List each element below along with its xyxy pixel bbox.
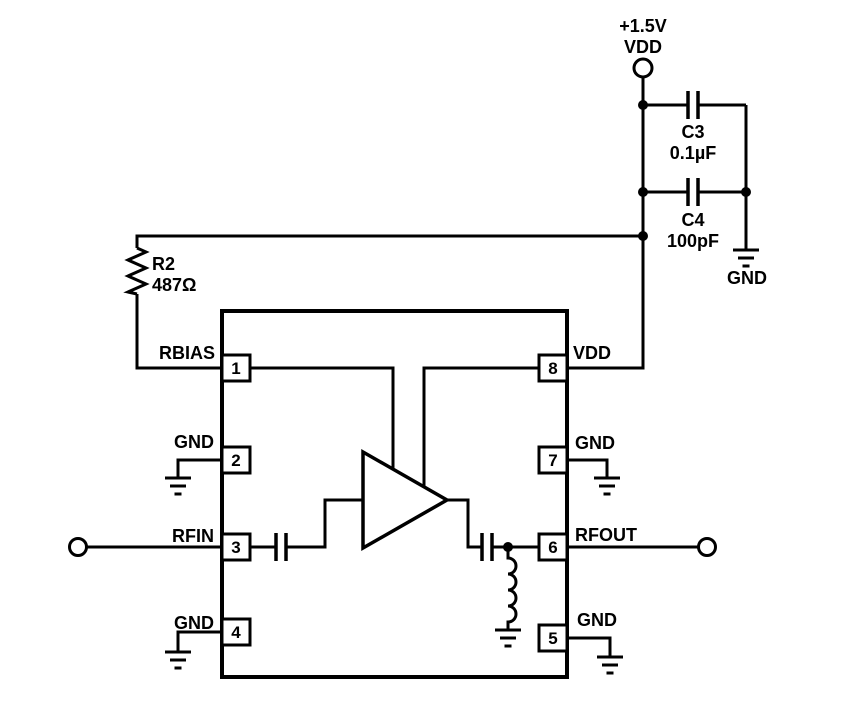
- resistor-r2: [123, 246, 150, 296]
- pin-4-label: GND: [174, 613, 214, 633]
- pin-6-label: RFOUT: [575, 525, 637, 545]
- pin-8-number: 8: [548, 359, 557, 378]
- wires-internal: [250, 366, 539, 549]
- capacitor-c4: [686, 178, 700, 206]
- pin-2-number: 2: [231, 451, 240, 470]
- amplifier-symbol: [361, 448, 451, 552]
- junction-dot: [638, 187, 648, 197]
- wire-ampout-cap: [447, 498, 482, 549]
- pin-1-number: 1: [231, 359, 240, 378]
- pin-4-number: 4: [231, 623, 241, 642]
- wire-pin8-amp: [422, 366, 539, 487]
- pin-5-number: 5: [548, 629, 557, 648]
- input-coupling-capacitor: [274, 533, 288, 561]
- pin-2-label: GND: [174, 432, 214, 452]
- output-coupling-capacitor: [480, 533, 494, 561]
- ground-symbol-caps: [731, 248, 761, 268]
- wire-cap-ampin: [286, 498, 363, 549]
- ground-symbol-pin5: [595, 655, 625, 675]
- pin-6-box: [537, 532, 569, 562]
- pin-boxes: [220, 353, 569, 653]
- supply-rail-label: VDD: [624, 37, 662, 57]
- ground-symbol-pin2: [163, 476, 193, 496]
- r2-ref-label: R2: [152, 254, 175, 274]
- wire-rbias: [135, 294, 222, 370]
- pin-8-box: [537, 353, 569, 383]
- pin-7-number: 7: [548, 451, 557, 470]
- c4-ref-label: C4: [681, 210, 704, 230]
- pin-5-label: GND: [577, 610, 617, 630]
- rfout-terminal: [697, 537, 717, 557]
- ground-symbol-pin4: [163, 650, 193, 670]
- rfin-terminal: [68, 537, 88, 557]
- c4-value-label: 100pF: [667, 231, 719, 251]
- pin-4-box: [220, 617, 252, 647]
- pin-3-number: 3: [231, 538, 240, 557]
- junction-dot: [741, 187, 751, 197]
- pin-7-label: GND: [575, 433, 615, 453]
- c3-ref-label: C3: [681, 122, 704, 142]
- pin-1-label: RBIAS: [159, 343, 215, 363]
- pin-7-box: [537, 445, 569, 475]
- wire-pin2-gnd: [176, 458, 222, 478]
- ground-symbol-pin7: [592, 476, 622, 496]
- vdd-terminal: [632, 57, 654, 79]
- wire-pin4-gnd: [176, 630, 222, 652]
- wire-pin5-gnd: [567, 636, 612, 657]
- wires-external: [86, 77, 748, 657]
- junction-dot: [503, 542, 513, 552]
- wire-r2-feed: [135, 234, 643, 248]
- wire-pin1-amp: [250, 366, 395, 470]
- pin-1-box: [220, 353, 252, 383]
- wire-pin7-gnd: [567, 458, 609, 478]
- junction-dot: [638, 100, 648, 110]
- pin-3-box: [220, 532, 252, 562]
- pin-3-label: RFIN: [172, 526, 214, 546]
- pin-6-number: 6: [548, 538, 557, 557]
- wire-vdd-rail: [567, 77, 645, 370]
- supply-voltage-label: +1.5V: [619, 16, 667, 36]
- pin-2-box: [220, 445, 252, 475]
- c3-value-label: 0.1µF: [670, 143, 716, 163]
- shunt-inductor: [506, 547, 518, 630]
- capacitor-c3: [686, 91, 700, 119]
- caps-gnd-label: GND: [727, 268, 767, 288]
- pin-5-box: [537, 623, 569, 653]
- pin-8-label: VDD: [573, 343, 611, 363]
- r2-value-label: 487Ω: [152, 275, 196, 295]
- junction-dot: [638, 231, 648, 241]
- junction-dots: [503, 100, 751, 552]
